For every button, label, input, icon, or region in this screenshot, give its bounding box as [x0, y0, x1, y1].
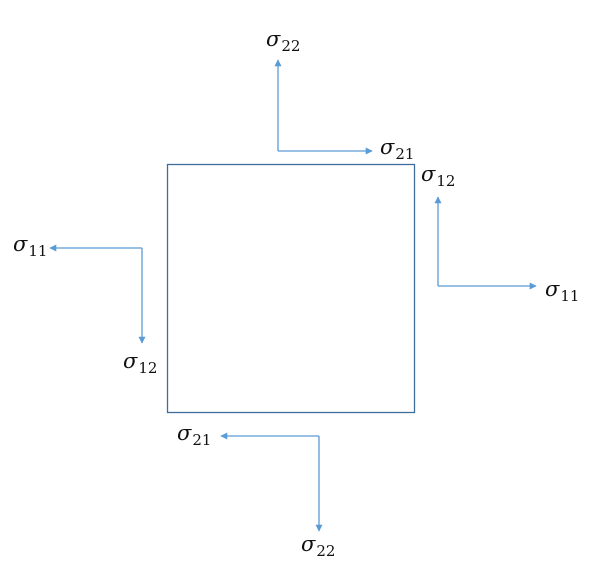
sigma-symbol: σ [13, 232, 28, 256]
sigma11-left-label: σ11 [13, 232, 47, 259]
sigma-symbol: σ [421, 162, 436, 186]
subscript: 21 [192, 431, 212, 449]
subscript: 22 [281, 37, 301, 55]
sigma21-bottom-label: σ21 [177, 421, 211, 448]
sigma-symbol: σ [123, 349, 138, 373]
subscript: 22 [316, 542, 336, 560]
sigma22-bottom-label: σ22 [301, 532, 335, 559]
subscript: 11 [560, 287, 580, 305]
stress-element-square [166, 163, 416, 414]
sigma-symbol: σ [380, 135, 395, 159]
subscript: 21 [395, 145, 415, 163]
sigma12-right-label: σ12 [421, 162, 455, 189]
sigma12-left-label: σ12 [123, 349, 157, 376]
sigma21-top-label: σ21 [380, 135, 414, 162]
sigma-symbol: σ [177, 421, 192, 445]
sigma-symbol: σ [545, 277, 560, 301]
sigma11-right-label: σ11 [545, 277, 579, 304]
subscript: 11 [28, 242, 48, 260]
sigma-symbol: σ [266, 27, 281, 51]
subscript: 12 [138, 359, 158, 377]
sigma-symbol: σ [301, 532, 316, 556]
subscript: 12 [436, 172, 456, 190]
sigma22-top-label: σ22 [266, 27, 300, 54]
